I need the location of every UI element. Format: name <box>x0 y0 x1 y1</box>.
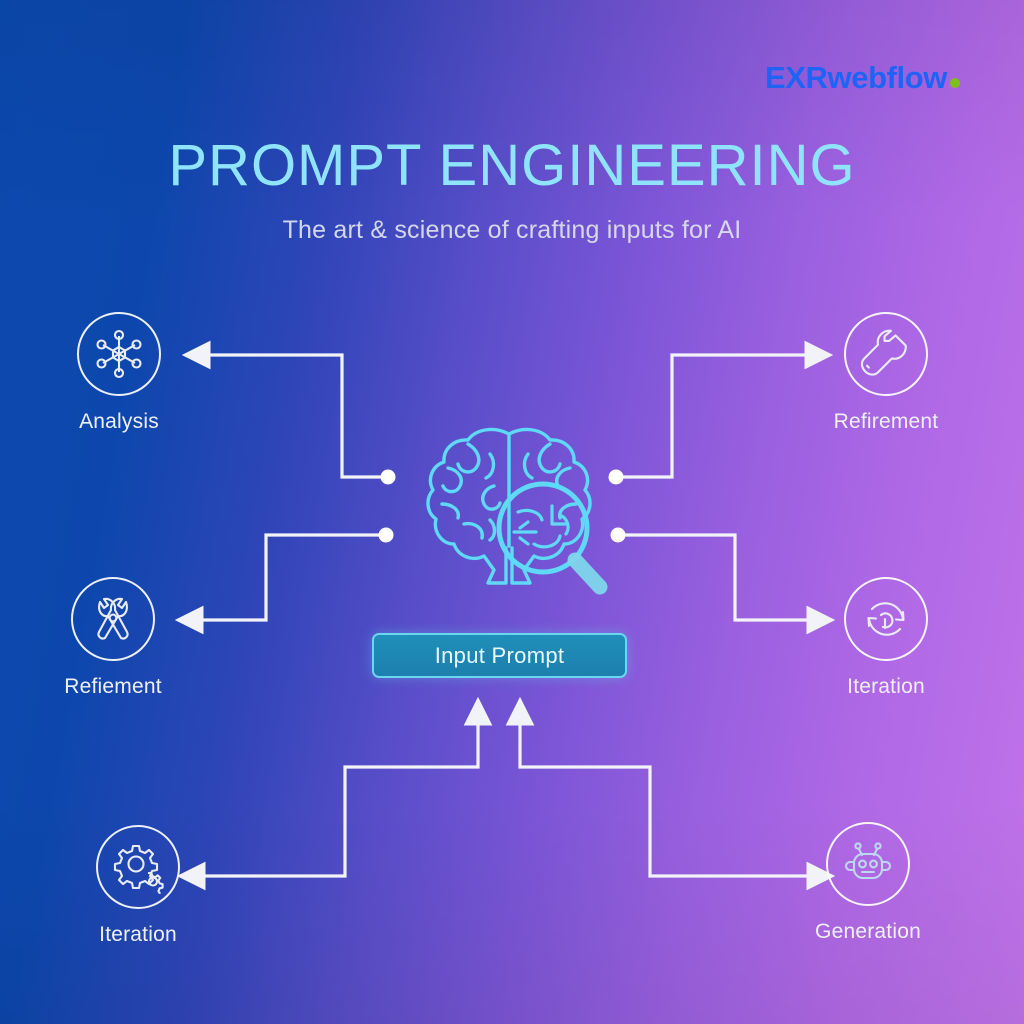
connector-iteration-left-to-prompt <box>194 696 493 878</box>
network-hub-icon <box>96 329 142 379</box>
connector-dot-refiement-left <box>378 527 394 543</box>
connector-dot-refirement-right <box>608 469 624 485</box>
connector-generation-to-prompt <box>505 696 818 878</box>
node-iteration-left[interactable]: Iteration <box>58 825 218 947</box>
node-analysis[interactable]: Analysis <box>39 312 199 434</box>
robot-head-icon <box>844 842 892 880</box>
brain-magnifier-icon <box>426 427 608 595</box>
node-analysis-label: Analysis <box>79 410 159 433</box>
brand-name-primary: EXR <box>764 60 828 95</box>
node-refiement-left-ring <box>71 577 155 661</box>
refresh-cycle-icon <box>867 602 905 636</box>
node-refiement-left-label: Refiement <box>64 675 162 698</box>
brand-name-secondary: webflow <box>827 60 948 95</box>
wrench-icon <box>860 329 907 376</box>
input-prompt-label: Input Prompt <box>434 642 565 668</box>
brand-logo: EXRwebflow <box>765 62 960 93</box>
node-generation-label: Generation <box>815 920 921 943</box>
connector-dot-iteration-right <box>610 527 626 543</box>
tools-cross-icon <box>97 597 129 640</box>
node-iteration-right-ring <box>844 577 928 661</box>
page-subtitle: The art & science of crafting inputs for… <box>282 216 742 244</box>
node-generation-ring <box>826 822 910 906</box>
node-generation[interactable]: Generation <box>788 822 948 944</box>
node-refiement-left[interactable]: Refiement <box>33 577 193 699</box>
brand-dot-icon <box>950 78 960 88</box>
connector-brain-to-refiement-left <box>174 533 384 635</box>
node-refirement-right-ring <box>844 312 928 396</box>
connector-dot-analysis <box>380 469 396 485</box>
page-title: PROMPT ENGINEERING <box>168 133 856 198</box>
node-refirement-right-label: Refirement <box>833 410 939 433</box>
node-iteration-left-label: Iteration <box>99 923 177 946</box>
node-iteration-left-ring <box>96 825 180 909</box>
input-prompt-box[interactable]: Input Prompt <box>372 633 627 678</box>
connector-brain-to-analysis <box>181 340 386 479</box>
node-analysis-ring <box>77 312 161 396</box>
connector-brain-to-refirement-right <box>618 340 834 479</box>
connector-brain-to-iteration-right <box>620 533 836 635</box>
node-refirement-right[interactable]: Refirement <box>806 312 966 434</box>
node-iteration-right[interactable]: Iteration <box>806 577 966 699</box>
gears-icon <box>113 844 164 894</box>
node-iteration-right-label: Iteration <box>847 675 925 698</box>
